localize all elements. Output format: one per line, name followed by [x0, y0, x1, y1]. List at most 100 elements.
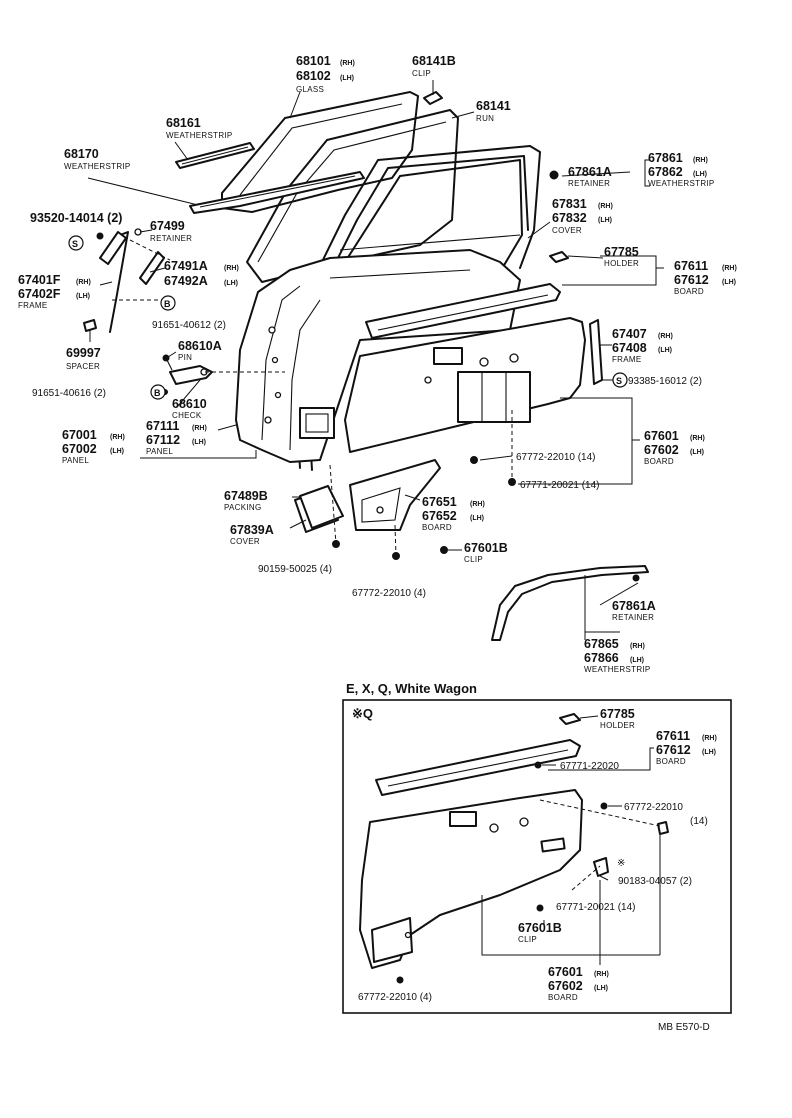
label-67402f-lh: (LH)	[76, 293, 90, 300]
label-68610: 68610	[172, 397, 207, 411]
inset-label-67785: 67785	[600, 707, 635, 721]
label-67111-rh: (RH)	[192, 425, 207, 432]
label-90159: 90159-50025 (4)	[258, 564, 332, 575]
label-67785: 67785	[604, 245, 639, 259]
desc-retainer-3: RETAINER	[612, 613, 654, 622]
label-68101: 68101	[296, 54, 331, 68]
retainer-67861a-lower	[632, 574, 640, 582]
desc-spacer: SPACER	[66, 362, 100, 371]
marker-s-1-text: S	[72, 239, 78, 249]
inset-label-67601-rh: (RH)	[594, 971, 609, 978]
label-67002-lh: (LH)	[110, 448, 124, 455]
label-68170: 68170	[64, 147, 99, 161]
label-67491a: 67491A	[164, 259, 208, 273]
inset-mark-90183: ※	[617, 858, 625, 869]
desc-cover-2: COVER	[230, 537, 260, 546]
label-68161: 68161	[166, 116, 201, 130]
desc-weatherstrip-3: WEATHERSTRIP	[648, 179, 715, 188]
screw-67772-a	[470, 456, 478, 464]
label-67865-rh: (RH)	[630, 643, 645, 650]
label-67865: 67865	[584, 637, 619, 651]
inset-label-67601: 67601	[548, 965, 583, 979]
label-67831: 67831	[552, 197, 587, 211]
label-67489b: 67489B	[224, 489, 268, 503]
label-67651: 67651	[422, 495, 457, 509]
screw-67771-a	[508, 478, 516, 486]
marker-b-1	[160, 295, 176, 311]
desc-retainer-2: RETAINER	[150, 234, 192, 243]
label-67612-lh: (LH)	[722, 279, 736, 286]
inset-label-67602: 67602	[548, 979, 583, 993]
speaker-grille	[457, 371, 531, 423]
label-91651-b: 91651-40616 (2)	[32, 388, 106, 399]
label-67492a: 67492A	[164, 274, 208, 288]
label-67601b: 67601B	[464, 541, 508, 555]
label-67861a-lower: 67861A	[612, 599, 656, 613]
marker-b-2	[150, 384, 166, 400]
label-67831-rh: (RH)	[598, 203, 613, 210]
section-title: E, X, Q, White Wagon	[346, 681, 477, 696]
label-67832: 67832	[552, 211, 587, 225]
label-67611-rh: (RH)	[722, 265, 737, 272]
desc-clip-1: CLIP	[412, 69, 431, 78]
inset-label-67602-lh: (LH)	[594, 985, 608, 992]
label-67839a: 67839A	[230, 523, 274, 537]
label-67402f: 67402F	[18, 287, 61, 301]
inset-frame	[342, 699, 732, 1014]
inset-label-67772-a-qty: (14)	[690, 816, 708, 827]
desc-glass: GLASS	[296, 85, 324, 94]
marker-s-2-text: S	[616, 376, 622, 386]
inset-screw-67772-b	[396, 976, 404, 984]
label-68141b: 68141B	[412, 54, 456, 68]
label-91651-a: 91651-40612 (2)	[152, 320, 226, 331]
retainer-67861a	[549, 170, 559, 180]
trim-handle-opening	[433, 347, 463, 365]
label-67652-lh: (LH)	[470, 515, 484, 522]
label-67407-rh: (RH)	[658, 333, 673, 340]
label-67401f: 67401F	[18, 273, 61, 287]
inset-label-67612: 67612	[656, 743, 691, 757]
inset-desc-clip: CLIP	[518, 935, 537, 944]
desc-run: RUN	[476, 114, 494, 123]
inset-label-67772-a: 67772-22010	[624, 802, 683, 813]
label-67407: 67407	[612, 327, 647, 341]
label-67861-rh: (RH)	[693, 157, 708, 164]
label-67112: 67112	[146, 433, 180, 447]
label-67002: 67002	[62, 442, 97, 456]
desc-frame-2: FRAME	[612, 355, 642, 364]
label-67408: 67408	[612, 341, 647, 355]
label-68141: 68141	[476, 99, 511, 113]
spacer-69997	[83, 319, 97, 332]
desc-pin: PIN	[178, 353, 192, 362]
desc-panel-2: PANEL	[62, 456, 89, 465]
clip-68141b	[423, 91, 443, 105]
label-67112-lh: (LH)	[192, 439, 206, 446]
inset-label-67601b: 67601B	[518, 921, 562, 935]
inset-handle-opening	[449, 811, 477, 827]
label-67491a-rh: (RH)	[224, 265, 239, 272]
desc-panel-1: PANEL	[146, 447, 173, 456]
label-67771-a: 67771-20021 (14)	[520, 480, 600, 491]
label-67866-lh: (LH)	[630, 657, 644, 664]
marker-s-1	[68, 235, 84, 251]
label-69997: 69997	[66, 346, 101, 360]
desc-clip-2: CLIP	[464, 555, 483, 564]
label-67652: 67652	[422, 509, 457, 523]
label-93520: 93520-14014 (2)	[30, 211, 122, 225]
label-67601-rh: (RH)	[690, 435, 705, 442]
inset-holder	[559, 713, 581, 725]
label-67111: 67111	[146, 419, 179, 433]
inset-label-67771-b: 67771-20021 (14)	[556, 902, 636, 913]
desc-cover-1: COVER	[552, 226, 582, 235]
label-67001: 67001	[62, 428, 97, 442]
inset-screw-67772-a	[600, 802, 608, 810]
inset-label-90183: 90183-04057 (2)	[618, 876, 692, 887]
inset-lower-pocket	[371, 917, 413, 963]
label-67492a-lh: (LH)	[224, 280, 238, 287]
inset-desc-holder: HOLDER	[600, 721, 635, 730]
desc-weatherstrip-1: WEATHERSTRIP	[166, 131, 233, 140]
label-67772-a: 67772-22010 (14)	[516, 452, 596, 463]
label-67866: 67866	[584, 651, 619, 665]
door-glass	[221, 91, 419, 213]
label-67651-rh: (RH)	[470, 501, 485, 508]
